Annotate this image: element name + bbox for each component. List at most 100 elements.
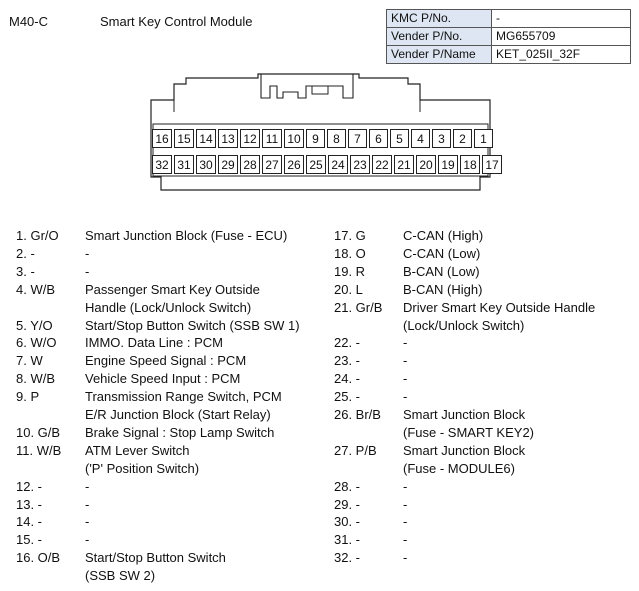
pin-cell: 19	[438, 155, 458, 174]
pin-description: -	[85, 496, 90, 512]
pin-cell: 28	[240, 155, 260, 174]
pin-cell: 25	[306, 155, 326, 174]
pin-description: Passenger Smart Key Outside	[85, 281, 260, 297]
pin-cell: 11	[262, 129, 282, 148]
pin-cell: 32	[152, 155, 172, 174]
pin-label: 17. G	[334, 228, 366, 243]
connector-code: M40-C	[9, 14, 49, 29]
pin-cell: 16	[152, 129, 172, 148]
pin-label: 8. W/B	[16, 371, 56, 387]
pin-label: 31. -	[334, 532, 361, 548]
pin-description: -	[85, 478, 90, 494]
pin-cell: 18	[460, 155, 480, 174]
pin-description: -	[85, 532, 90, 548]
pin-description: Smart Junction Block (Fuse - ECU)	[85, 228, 288, 243]
pin-label: 29. -	[334, 496, 361, 512]
pin-label: 19. R	[334, 263, 366, 279]
pin-cell: 7	[348, 129, 367, 148]
pin-label: 16. O/B	[16, 550, 61, 566]
pin-description: B-CAN (High)	[403, 281, 483, 297]
pin-description: -	[403, 478, 408, 494]
part-table-value: MG655709	[491, 27, 631, 46]
part-table-key: Vender P/Name	[386, 45, 492, 64]
pin-label: 30. -	[334, 514, 361, 530]
pin-label: 27. P/B	[334, 442, 377, 458]
pin-cell: 29	[218, 155, 238, 174]
pin-cell: 22	[372, 155, 392, 174]
pin-cell: 21	[394, 155, 414, 174]
pin-description: -	[403, 550, 408, 566]
pin-label: 18. O	[334, 245, 366, 261]
pin-cell: 13	[218, 129, 238, 148]
pin-cell: 14	[196, 129, 216, 148]
pin-label: 2. -	[16, 245, 35, 261]
pin-description: Start/Stop Button Switch (SSB SW 1)	[85, 317, 300, 333]
pin-description: Smart Junction Block	[403, 407, 526, 422]
pin-description: Handle (Lock/Unlock Switch)	[85, 299, 252, 315]
pin-label: 10. G/B	[16, 424, 61, 440]
pin-cell: 4	[411, 129, 430, 148]
pin-cell: 8	[327, 129, 346, 148]
pin-label: 7. W	[16, 353, 43, 369]
pin-description: -	[403, 514, 408, 530]
pin-cell: 10	[284, 129, 304, 148]
pin-cell: 27	[262, 155, 282, 174]
pin-cell: 26	[284, 155, 304, 174]
part-table-key: Vender P/No.	[386, 27, 492, 46]
pin-cell: 17	[482, 155, 502, 174]
pin-description: (Fuse - SMART KEY2)	[403, 424, 534, 440]
pin-label: 23. -	[334, 353, 361, 369]
pin-description: -	[85, 245, 90, 261]
pin-description: -	[403, 371, 408, 387]
pin-label: 13. -	[16, 496, 43, 512]
part-table-row: KMC P/No.-	[386, 9, 631, 28]
pin-label: 26. Br/B	[334, 407, 381, 422]
pin-label: 14. -	[16, 514, 43, 530]
pin-description: Vehicle Speed Input : PCM	[85, 371, 241, 387]
pin-cell: 6	[369, 129, 388, 148]
pin-description: -	[403, 496, 408, 512]
pin-description: C-CAN (High)	[403, 228, 484, 243]
pin-description: B-CAN (Low)	[403, 263, 480, 279]
part-table-key: KMC P/No.	[386, 9, 492, 28]
pin-description: Smart Junction Block	[403, 442, 526, 458]
pin-label: 32. -	[334, 550, 361, 566]
pin-label: 24. -	[334, 371, 361, 387]
pin-description: -	[85, 263, 90, 279]
pin-label: 5. Y/O	[16, 317, 53, 333]
pin-cell: 1	[474, 129, 493, 148]
pin-description: IMMO. Data Line : PCM	[85, 335, 223, 351]
pin-description: (SSB SW 2)	[85, 568, 156, 584]
pin-label: 25. -	[334, 389, 361, 405]
pin-cell: 5	[390, 129, 409, 148]
pin-cell: 15	[174, 129, 194, 148]
part-table-value: -	[491, 9, 631, 28]
pin-label: 22. -	[334, 335, 361, 351]
pin-cell: 24	[328, 155, 348, 174]
pin-cell: 31	[174, 155, 194, 174]
pin-cell: 2	[453, 129, 472, 148]
pin-description: -	[403, 353, 408, 369]
pin-description: Brake Signal : Stop Lamp Switch	[85, 424, 275, 440]
pin-description: -	[85, 514, 90, 530]
pin-cell: 3	[432, 129, 451, 148]
part-table-row: Vender P/No.MG655709	[386, 27, 631, 46]
pin-label: 15. -	[16, 532, 43, 548]
pin-description: Driver Smart Key Outside Handle	[403, 299, 596, 315]
pin-description: Transmission Range Switch, PCM	[85, 389, 282, 405]
pin-cell: 23	[350, 155, 370, 174]
pin-label: 3. -	[16, 263, 35, 279]
pin-description: E/R Junction Block (Start Relay)	[85, 407, 271, 422]
pin-label: 20. L	[334, 281, 363, 297]
pin-label: 11. W/B	[16, 442, 62, 458]
pin-label: 21. Gr/B	[334, 299, 383, 315]
pin-description: (Lock/Unlock Switch)	[403, 317, 525, 333]
pin-label: 4. W/B	[16, 281, 56, 297]
pin-description: -	[403, 335, 408, 351]
pin-description: -	[403, 389, 408, 405]
pin-description: -	[403, 532, 408, 548]
